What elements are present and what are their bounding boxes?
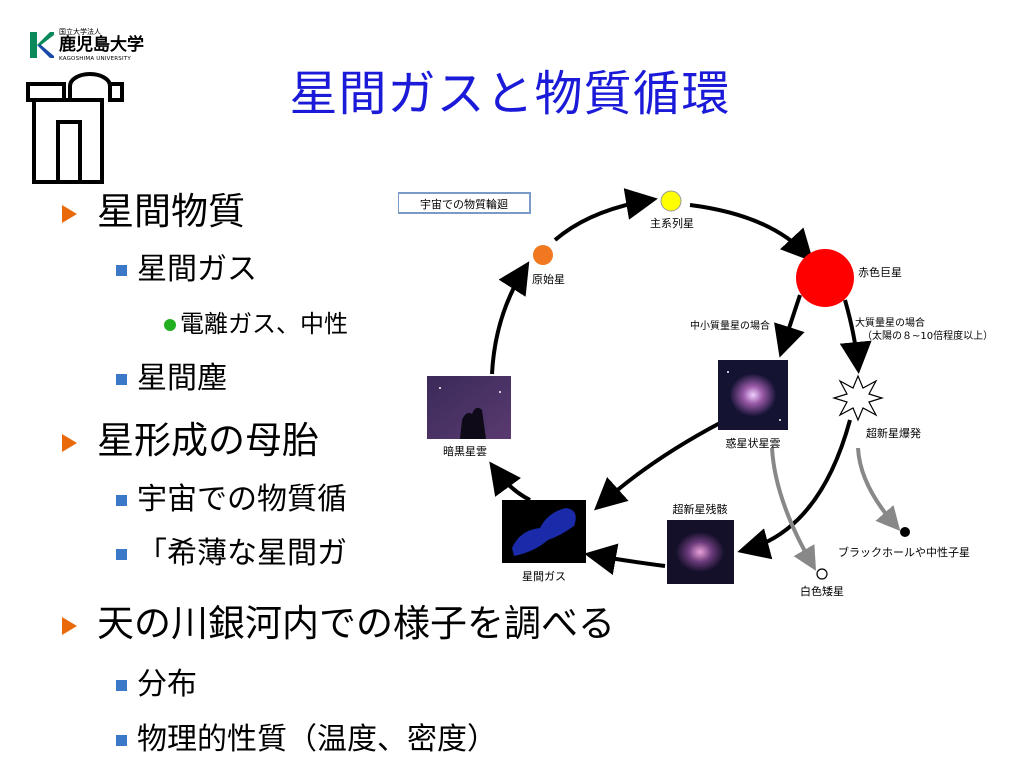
arrow-main-sequence-to-red-giant: [689, 203, 814, 262]
orange-triangle-bullet-icon: [62, 204, 77, 223]
label-supernova: 超新星爆発: [866, 426, 921, 440]
bullet-interstellar-dust: 星間塵: [116, 360, 227, 398]
green-dot-bullet-icon: [164, 319, 176, 331]
university-logo: 国立大学法人 鹿児島大学 KAGOSHIMA UNIVERSITY: [30, 28, 160, 64]
label-black-hole: ブラックホールや中性子星: [838, 545, 970, 559]
blue-square-bullet-icon: [116, 735, 127, 746]
bullet-interstellar-gas: 星間ガス: [116, 251, 257, 289]
bullet-matter-cycle: 宇宙での物質循: [116, 481, 393, 519]
blue-square-bullet-icon: [116, 495, 127, 506]
main-sequence-star-icon: [660, 190, 682, 212]
label-low-mass-case: 中小質量星の場合: [690, 319, 770, 332]
label-red-giant: 赤色巨星: [858, 265, 902, 279]
label-main-sequence: 主系列星: [650, 216, 694, 230]
white-dwarf-icon: [816, 568, 828, 580]
bullet-star-formation-womb: 星形成の母胎: [62, 419, 319, 463]
diagram-label-box: [398, 192, 531, 214]
observatory-emblem-icon: [26, 72, 124, 184]
interstellar-gas-cloud: [512, 508, 576, 556]
label-supernova-remnant: 超新星残骸: [673, 502, 728, 516]
arrow-red-giant-to-planetary-nebula: [774, 294, 805, 358]
arrow-to-white-dwarf: [770, 447, 817, 571]
bullet-milky-way-survey: 天の川銀河内での様子を調べる: [62, 602, 615, 646]
arrow-dark-nebula-to-protostar: [490, 261, 530, 375]
label-dark-nebula: 暗黒星雲: [443, 444, 487, 458]
arrow-to-black-hole: [856, 447, 901, 532]
bullet-physical-properties: 物理的性質（温度、密度）: [116, 721, 497, 759]
arrow-red-giant-to-supernova: [839, 299, 872, 374]
label-planetary-nebula: 惑星状星雲: [726, 436, 781, 450]
planetary-nebula-glow: [729, 373, 777, 417]
arrow-remnant-to-gas: [584, 543, 666, 575]
bullet-text: 天の川銀河内での様子を調べる: [97, 602, 615, 645]
bullet-text: 星間ガス: [137, 252, 257, 287]
bullet-text: 物理的性質（温度、密度）: [137, 722, 497, 757]
label-protostar: 原始星: [532, 272, 565, 286]
arrow-planetary-nebula-to-gas: [594, 421, 721, 511]
bullet-diffuse-gas: 「希薄な星間ガ: [116, 535, 393, 573]
blue-square-bullet-icon: [116, 680, 127, 691]
diagram-label: 宇宙での物質輪廻: [420, 197, 508, 211]
protostar-icon: [533, 245, 553, 265]
bullet-text: 星形成の母胎: [97, 419, 319, 462]
arrow-supernova-to-remnant: [737, 419, 852, 560]
supernova-remnant-glow: [676, 532, 724, 572]
page-title: 星間ガスと物質循環: [289, 66, 731, 122]
label-interstellar-gas: 星間ガス: [522, 570, 566, 583]
supernova-burst-icon: [831, 374, 885, 422]
arrow-protostar-to-main-sequence: [553, 188, 658, 242]
matter-cycle-diagram: 宇宙での物質輪廻 主系列星 赤色巨星 原始星 中小質量星の場合 大質量星の場合 …: [398, 188, 993, 598]
bullet-distribution: 分布: [116, 666, 197, 704]
logo-english-name: KAGOSHIMA UNIVERSITY: [59, 56, 131, 62]
bullet-text: 「希薄な星間ガ: [137, 536, 347, 571]
label-high-mass-case: 大質量星の場合: [855, 316, 925, 329]
bullet-text: 星間塵: [137, 361, 227, 396]
blue-square-bullet-icon: [116, 549, 127, 560]
kagoshima-logo-mark-icon: [30, 32, 54, 58]
bullet-interstellar-matter: 星間物質: [62, 190, 245, 234]
logo-name: 鹿児島大学: [59, 35, 144, 55]
label-white-dwarf: 白色矮星: [800, 584, 844, 598]
bullet-text: 分布: [137, 667, 197, 702]
bullet-ionized-gas: 電離ガス、中性: [164, 309, 408, 339]
arrow-gas-to-dark-nebula: [489, 461, 531, 502]
blue-square-bullet-icon: [116, 265, 127, 276]
black-hole-icon: [900, 527, 910, 537]
red-giant-star-icon: [796, 249, 854, 307]
blue-square-bullet-icon: [116, 374, 127, 385]
orange-triangle-bullet-icon: [62, 433, 77, 452]
bullet-text: 宇宙での物質循: [137, 482, 347, 517]
bullet-text: 電離ガス、中性: [180, 310, 348, 338]
bullet-text: 星間物質: [97, 190, 245, 233]
label-high-mass-note: （太陽の８~10倍程度以上）: [862, 329, 993, 342]
orange-triangle-bullet-icon: [62, 616, 77, 635]
logo-small-text: 国立大学法人: [59, 28, 101, 36]
